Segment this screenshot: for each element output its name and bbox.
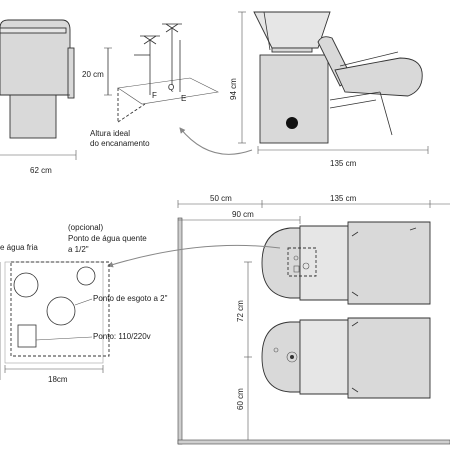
top-50-label: 50 cm	[210, 194, 232, 203]
height-20-label: 20 cm	[82, 70, 104, 79]
wall-box-detail	[0, 261, 110, 380]
box-width-dimension: 18cm	[4, 365, 104, 384]
front-width-label: 62 cm	[30, 166, 52, 175]
front-width-dimension: 62 cm	[0, 150, 77, 175]
box-width-label: 18cm	[48, 375, 68, 384]
top-dimensions: 50 cm 135 cm 90 cm	[177, 194, 450, 224]
dim-72-label: 72 cm	[236, 300, 245, 322]
drain-hole-icon	[286, 117, 298, 129]
plan-vertical-dimensions: 72 cm 60 cm	[236, 261, 252, 440]
drain-point-icon	[46, 296, 76, 326]
cold-valve-icon	[143, 35, 157, 45]
drain-icon	[286, 351, 298, 363]
drain-label: Ponto de esgoto a 2"	[93, 294, 168, 303]
valve-e-label: E	[181, 94, 186, 103]
hot-valve-icon	[165, 23, 179, 33]
valve-q-label: Q	[168, 83, 174, 92]
side-height-label: 94 cm	[229, 78, 238, 100]
cold-water-point-icon	[13, 272, 39, 298]
side-length-label: 135 cm	[330, 159, 357, 168]
curved-arrow-bottom	[107, 244, 281, 268]
front-view-chair	[0, 19, 75, 139]
power-label: Ponto: 110/220v	[93, 332, 151, 341]
side-height-dimension: 94 cm	[229, 11, 246, 144]
side-view-chair	[253, 11, 423, 144]
curved-arrow-top	[179, 127, 253, 155]
optional-label-3: a 1/2"	[68, 245, 89, 254]
top-135-label: 135 cm	[330, 194, 357, 203]
ideal-height-label-2: do encanamento	[90, 139, 150, 148]
ideal-height-label-1: Altura ideal	[90, 129, 130, 138]
side-length-dimension: 135 cm	[257, 146, 429, 168]
optional-label-1: (opcional)	[68, 223, 103, 232]
plan-chair-bottom	[261, 317, 431, 399]
cold-water-label: e água fria	[0, 243, 38, 252]
plan-chair-top	[261, 221, 431, 305]
hot-water-point-icon	[76, 266, 96, 286]
dim-60-label: 60 cm	[236, 388, 245, 410]
plumbing-iso: 20 cm F Q E Altura ideal do encanamento	[82, 23, 219, 148]
optional-label-2: Ponto de água quente	[68, 234, 147, 243]
power-outlet-icon	[17, 324, 37, 348]
valve-f-label: F	[152, 91, 157, 100]
top-90-label: 90 cm	[232, 210, 254, 219]
room-walls	[177, 217, 450, 445]
